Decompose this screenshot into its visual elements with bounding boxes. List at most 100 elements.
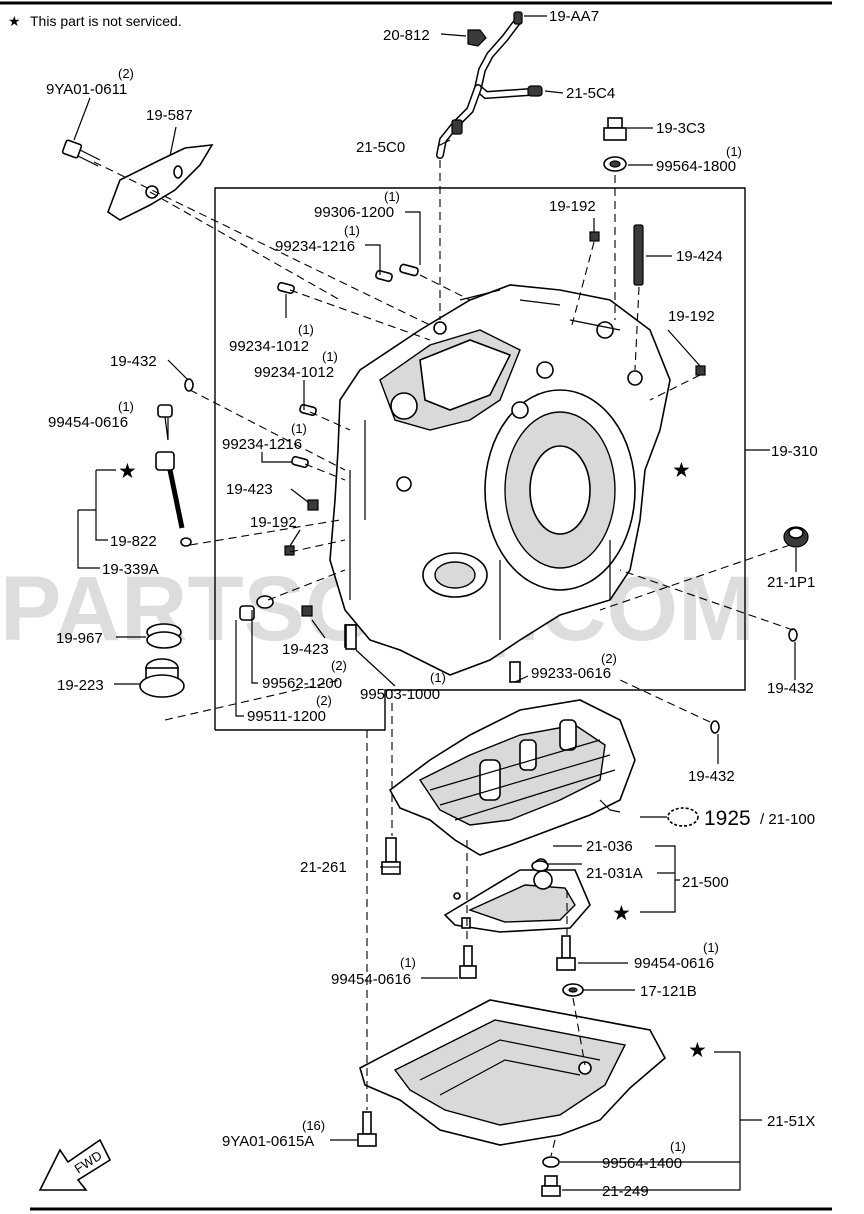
valve-body	[388, 699, 636, 856]
label-99234-1012-b: 99234-1012	[254, 364, 334, 381]
qty-99562-1200: (2)	[331, 658, 347, 673]
label-19-3c3: 19-3C3	[656, 120, 705, 137]
label-99564-1400: 99564-1400	[602, 1155, 682, 1172]
plug-19-423-b	[301, 605, 313, 617]
oring-21-036	[531, 860, 549, 872]
case-star-icon: ★	[672, 459, 691, 482]
qty-99233-0616: (2)	[601, 651, 617, 666]
label-21-5c4: 21-5C4	[566, 85, 615, 102]
oring-19-432-c	[710, 720, 720, 734]
label-21-500: 21-500	[682, 874, 729, 891]
qty-99503-1000: (1)	[430, 670, 446, 685]
label-9ya01-0615a: 9YA01-0615A	[222, 1133, 314, 1150]
oil-pan: ★	[359, 999, 707, 1146]
label-21-036: 21-036	[586, 838, 633, 855]
qty-99234-1216-b: (1)	[291, 421, 307, 436]
fwd-arrow-icon: FWD	[38, 1138, 112, 1191]
label-99503-1000: 99503-1000	[360, 686, 440, 703]
label-99306-1200: 99306-1200	[314, 204, 394, 221]
bolt-21-261	[381, 837, 401, 875]
oring-19-822	[180, 537, 192, 547]
label-99234-1216-b: 99234-1216	[222, 436, 302, 453]
qty-99511-1200: (2)	[316, 693, 332, 708]
plug-19-192-left	[284, 545, 295, 556]
label-21-031a: 21-031A	[586, 865, 643, 882]
qty-99454-0616-a: (1)	[118, 399, 134, 414]
bracket-19-587	[107, 144, 214, 221]
qty-99306-1200: (1)	[384, 189, 400, 204]
label-19-432-a: 19-432	[110, 353, 157, 370]
case-group-box	[214, 187, 746, 731]
pan-star-icon: ★	[688, 1039, 707, 1062]
label-19-432-b: 19-432	[767, 680, 814, 697]
label-19-587: 19-587	[146, 107, 193, 124]
label-19-822: 19-822	[110, 533, 157, 550]
qty-99454-0616-c: (1)	[703, 940, 719, 955]
label-19-967: 19-967	[56, 630, 103, 647]
bolt-99454-0616-b	[459, 945, 477, 979]
bolt-9ya01-0611	[61, 139, 101, 167]
plug-21-249	[541, 1175, 561, 1197]
label-19-424: 19-424	[676, 248, 723, 265]
seal-19-223	[139, 658, 185, 698]
label-21-1p1: 21-1P1	[767, 574, 815, 591]
leader-lines	[73, 15, 797, 1191]
valve-body-ref-icon	[667, 807, 699, 827]
qty-99234-1012-b: (1)	[322, 349, 338, 364]
label-1925: 1925	[704, 807, 751, 830]
oil-filter: ★	[443, 858, 631, 933]
pin-99234-1216-top	[375, 269, 393, 283]
pin-99503-1000	[345, 624, 357, 650]
bolt-9ya01-0615a	[357, 1111, 377, 1147]
plug-19-3c3	[603, 117, 627, 141]
part-labels: 19-AA7 20-812 (2) 9YA01-0611 19-587 21-5…	[46, 8, 818, 1200]
label-99234-1012-a: 99234-1012	[229, 338, 309, 355]
qty-99234-1216-a: (1)	[344, 223, 360, 238]
plug-19-423-a	[307, 499, 319, 511]
label-99454-0616-b: 99454-0616	[331, 971, 411, 988]
oring-19-432-b	[788, 628, 798, 642]
qty-9ya01-0611: (2)	[118, 66, 134, 81]
pin-99234-1216-b	[291, 455, 309, 469]
label-19-423-b: 19-423	[282, 641, 329, 658]
label-99233-0616: 99233-0616	[531, 665, 611, 682]
label-19-192-b: 19-192	[668, 308, 715, 325]
qty-99234-1012-a: (1)	[298, 322, 314, 337]
label-17-121b: 17-121B	[640, 983, 697, 1000]
transmission-case: ★	[329, 284, 691, 683]
qty-99564-1400: (1)	[670, 1139, 686, 1154]
label-20-812: 20-812	[383, 27, 430, 44]
qty-99454-0616-b: (1)	[400, 955, 416, 970]
plug-19-192-top	[589, 231, 600, 242]
pin-99306-1200	[399, 263, 419, 277]
label-19-310: 19-310	[771, 443, 818, 460]
sensor-19-822	[155, 451, 185, 529]
washer-99564-1400	[542, 1156, 560, 1168]
label-99511-1200: 99511-1200	[247, 708, 326, 725]
label-19-339a: 19-339A	[102, 561, 159, 578]
clip-20-812	[467, 29, 487, 47]
note-text: This part is not serviced.	[30, 13, 182, 29]
dipstick-star-icon: ★	[118, 460, 137, 483]
dashed-lines	[93, 160, 794, 1157]
filter-star-icon: ★	[612, 902, 631, 925]
plug-19-192-right	[695, 365, 706, 376]
bolt-99454-0616-a	[157, 404, 173, 418]
label-21-100: / 21-100	[760, 811, 815, 828]
washer-99562-1200	[256, 595, 274, 609]
qty-99564-1800: (1)	[726, 144, 742, 159]
breather-pipe	[436, 11, 543, 159]
label-9ya01-0611: 9YA01-0611	[46, 81, 127, 98]
seal-21-1p1	[783, 526, 809, 548]
label-19-223: 19-223	[57, 677, 104, 694]
bolt-99511-1200	[239, 605, 255, 621]
pin-99234-1012-a	[277, 281, 295, 295]
clamp-19-967	[146, 623, 182, 649]
stud-19-424	[633, 224, 644, 286]
qty-9ya01-0615a: (16)	[302, 1118, 325, 1133]
label-99562-1200: 99562-1200	[262, 675, 342, 692]
label-21-5c0: 21-5C0	[356, 139, 405, 156]
label-99234-1216-a: 99234-1216	[275, 238, 355, 255]
bolt-99454-0616-c	[556, 935, 576, 971]
